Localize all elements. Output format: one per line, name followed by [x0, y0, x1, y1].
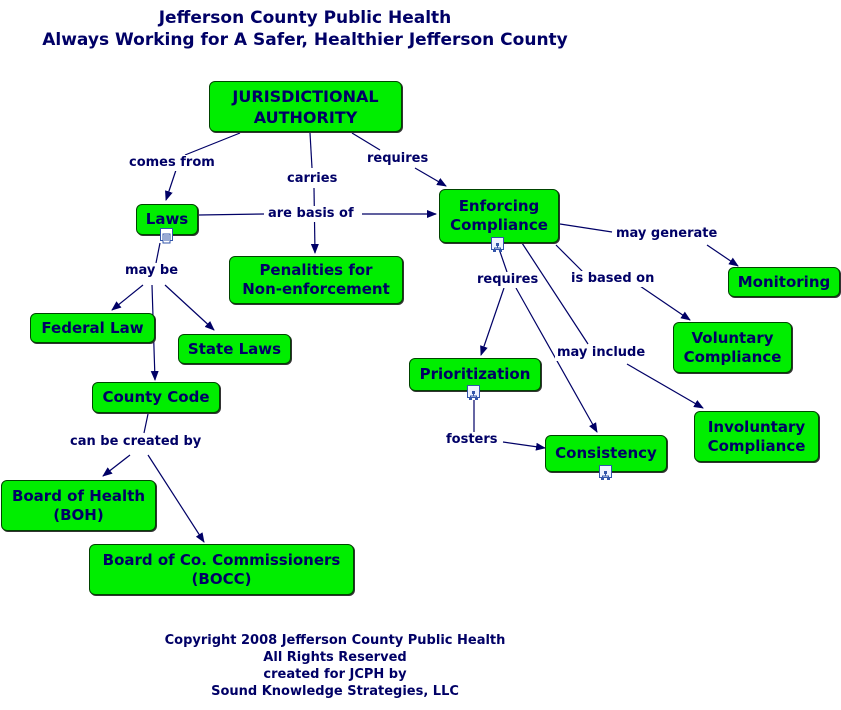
concept-map-icon[interactable] — [491, 237, 504, 252]
edge-enf-basedon — [555, 244, 584, 273]
edge-created-bocc — [147, 454, 205, 543]
link-label-fosters: fosters — [444, 432, 500, 448]
link-label-may-include: may include — [555, 345, 648, 361]
node-board-of-commissioners[interactable]: Board of Co. Commissioners (BOCC) — [89, 544, 354, 595]
edge-laws-basis — [198, 213, 265, 216]
node-monitoring-label: Monitoring — [737, 272, 831, 291]
node-boh-line1: Board of Health — [11, 486, 146, 505]
concept-map-icon-glyph — [493, 243, 502, 252]
concept-map-icon-glyph — [469, 391, 478, 400]
edge-maybe-federal — [111, 284, 144, 311]
edge-mayinclude-invol — [626, 363, 704, 409]
node-bocc-line1: Board of Co. Commissioners — [102, 550, 341, 569]
header-title: Jefferson County Public Health — [158, 8, 452, 28]
node-boh-line2: (BOH) — [53, 505, 104, 524]
edge-maybe-state — [164, 284, 215, 331]
node-enforcing-compliance[interactable]: Enforcing Compliance — [439, 189, 559, 243]
edge-enf-maygen — [559, 223, 613, 233]
link-label-may-generate: may generate — [614, 226, 720, 242]
footer-rights: All Rights Reserved — [263, 650, 407, 665]
link-label-requires-mid: requires — [475, 272, 541, 288]
node-involuntary-line1: Involuntary — [707, 417, 806, 436]
node-enforcing-line2: Compliance — [450, 216, 548, 234]
edge-basedon-voluntary — [639, 285, 691, 321]
edge-requires-enforcing — [414, 167, 447, 187]
node-board-of-health[interactable]: Board of Health (BOH) — [1, 480, 156, 531]
node-jurisdictional-authority-label: JURISDICTIONAL AUTHORITY — [232, 86, 379, 127]
link-label-are-basis-of: are basis of — [266, 206, 356, 222]
edge-ja-requires — [351, 132, 381, 151]
link-label-requires-top: requires — [365, 151, 431, 167]
document-icon-glyph — [162, 233, 171, 244]
node-voluntary-line1: Voluntary — [691, 328, 774, 347]
node-voluntary-line2: Compliance — [683, 347, 782, 366]
node-jurisdictional-authority[interactable]: JURISDICTIONAL AUTHORITY — [209, 81, 402, 132]
edge-requires-prior — [480, 287, 505, 356]
link-label-comes-from: comes from — [127, 155, 217, 171]
node-involuntary-line2: Compliance — [707, 436, 806, 455]
edge-ja-carries — [309, 132, 313, 169]
node-prioritization-label: Prioritization — [419, 365, 531, 383]
node-county-code-label: County Code — [102, 388, 210, 406]
node-involuntary-compliance[interactable]: Involuntary Compliance — [694, 411, 819, 462]
node-federal-law-label: Federal Law — [41, 318, 144, 337]
link-label-carries: carries — [285, 171, 340, 187]
edge-enf-mayinclude — [521, 242, 589, 345]
edge-laws-maybe — [155, 242, 161, 264]
link-label-may-be: may be — [123, 263, 181, 279]
edge-ja-comesfrom — [184, 132, 241, 156]
node-consistency-label: Consistency — [555, 444, 657, 462]
footer-copyright: Copyright 2008 Jefferson County Public H… — [164, 633, 506, 648]
node-voluntary-compliance[interactable]: Voluntary Compliance — [673, 322, 792, 373]
node-county-code[interactable]: County Code — [92, 382, 220, 413]
header-subtitle: Always Working for A Safer, Healthier Je… — [42, 30, 568, 50]
concept-map-icon[interactable] — [599, 465, 612, 480]
node-state-laws-label: State Laws — [187, 339, 282, 358]
edge-fosters-consist — [502, 441, 546, 451]
node-penalties-line2: Non-enforcement — [242, 280, 390, 298]
footer-author: Sound Knowledge Strategies, LLC — [211, 684, 459, 699]
node-state-laws[interactable]: State Laws — [178, 334, 291, 364]
node-monitoring[interactable]: Monitoring — [728, 267, 840, 297]
node-enforcing-line1: Enforcing — [458, 197, 540, 215]
edge-comesfrom-laws — [165, 169, 177, 201]
node-penalties-line1: Penalities for — [259, 261, 373, 279]
node-penalties[interactable]: Penalities for Non-enforcement — [229, 256, 403, 304]
link-label-can-be-created-by: can be created by — [68, 434, 204, 450]
node-bocc-line2: (BOCC) — [191, 569, 252, 588]
node-prioritization[interactable]: Prioritization — [409, 358, 541, 391]
footer-created-for: created for JCPH by — [263, 667, 407, 682]
edge-maygen-monitoring — [706, 244, 739, 267]
concept-map-icon[interactable] — [467, 385, 480, 400]
node-laws-label: Laws — [145, 210, 189, 228]
node-federal-law[interactable]: Federal Law — [30, 313, 155, 343]
link-label-is-based-on: is based on — [569, 271, 657, 287]
document-icon[interactable] — [160, 228, 173, 244]
edge-county-created — [143, 413, 149, 434]
edge-created-boh — [102, 454, 131, 477]
concept-map-icon-glyph — [601, 471, 610, 480]
